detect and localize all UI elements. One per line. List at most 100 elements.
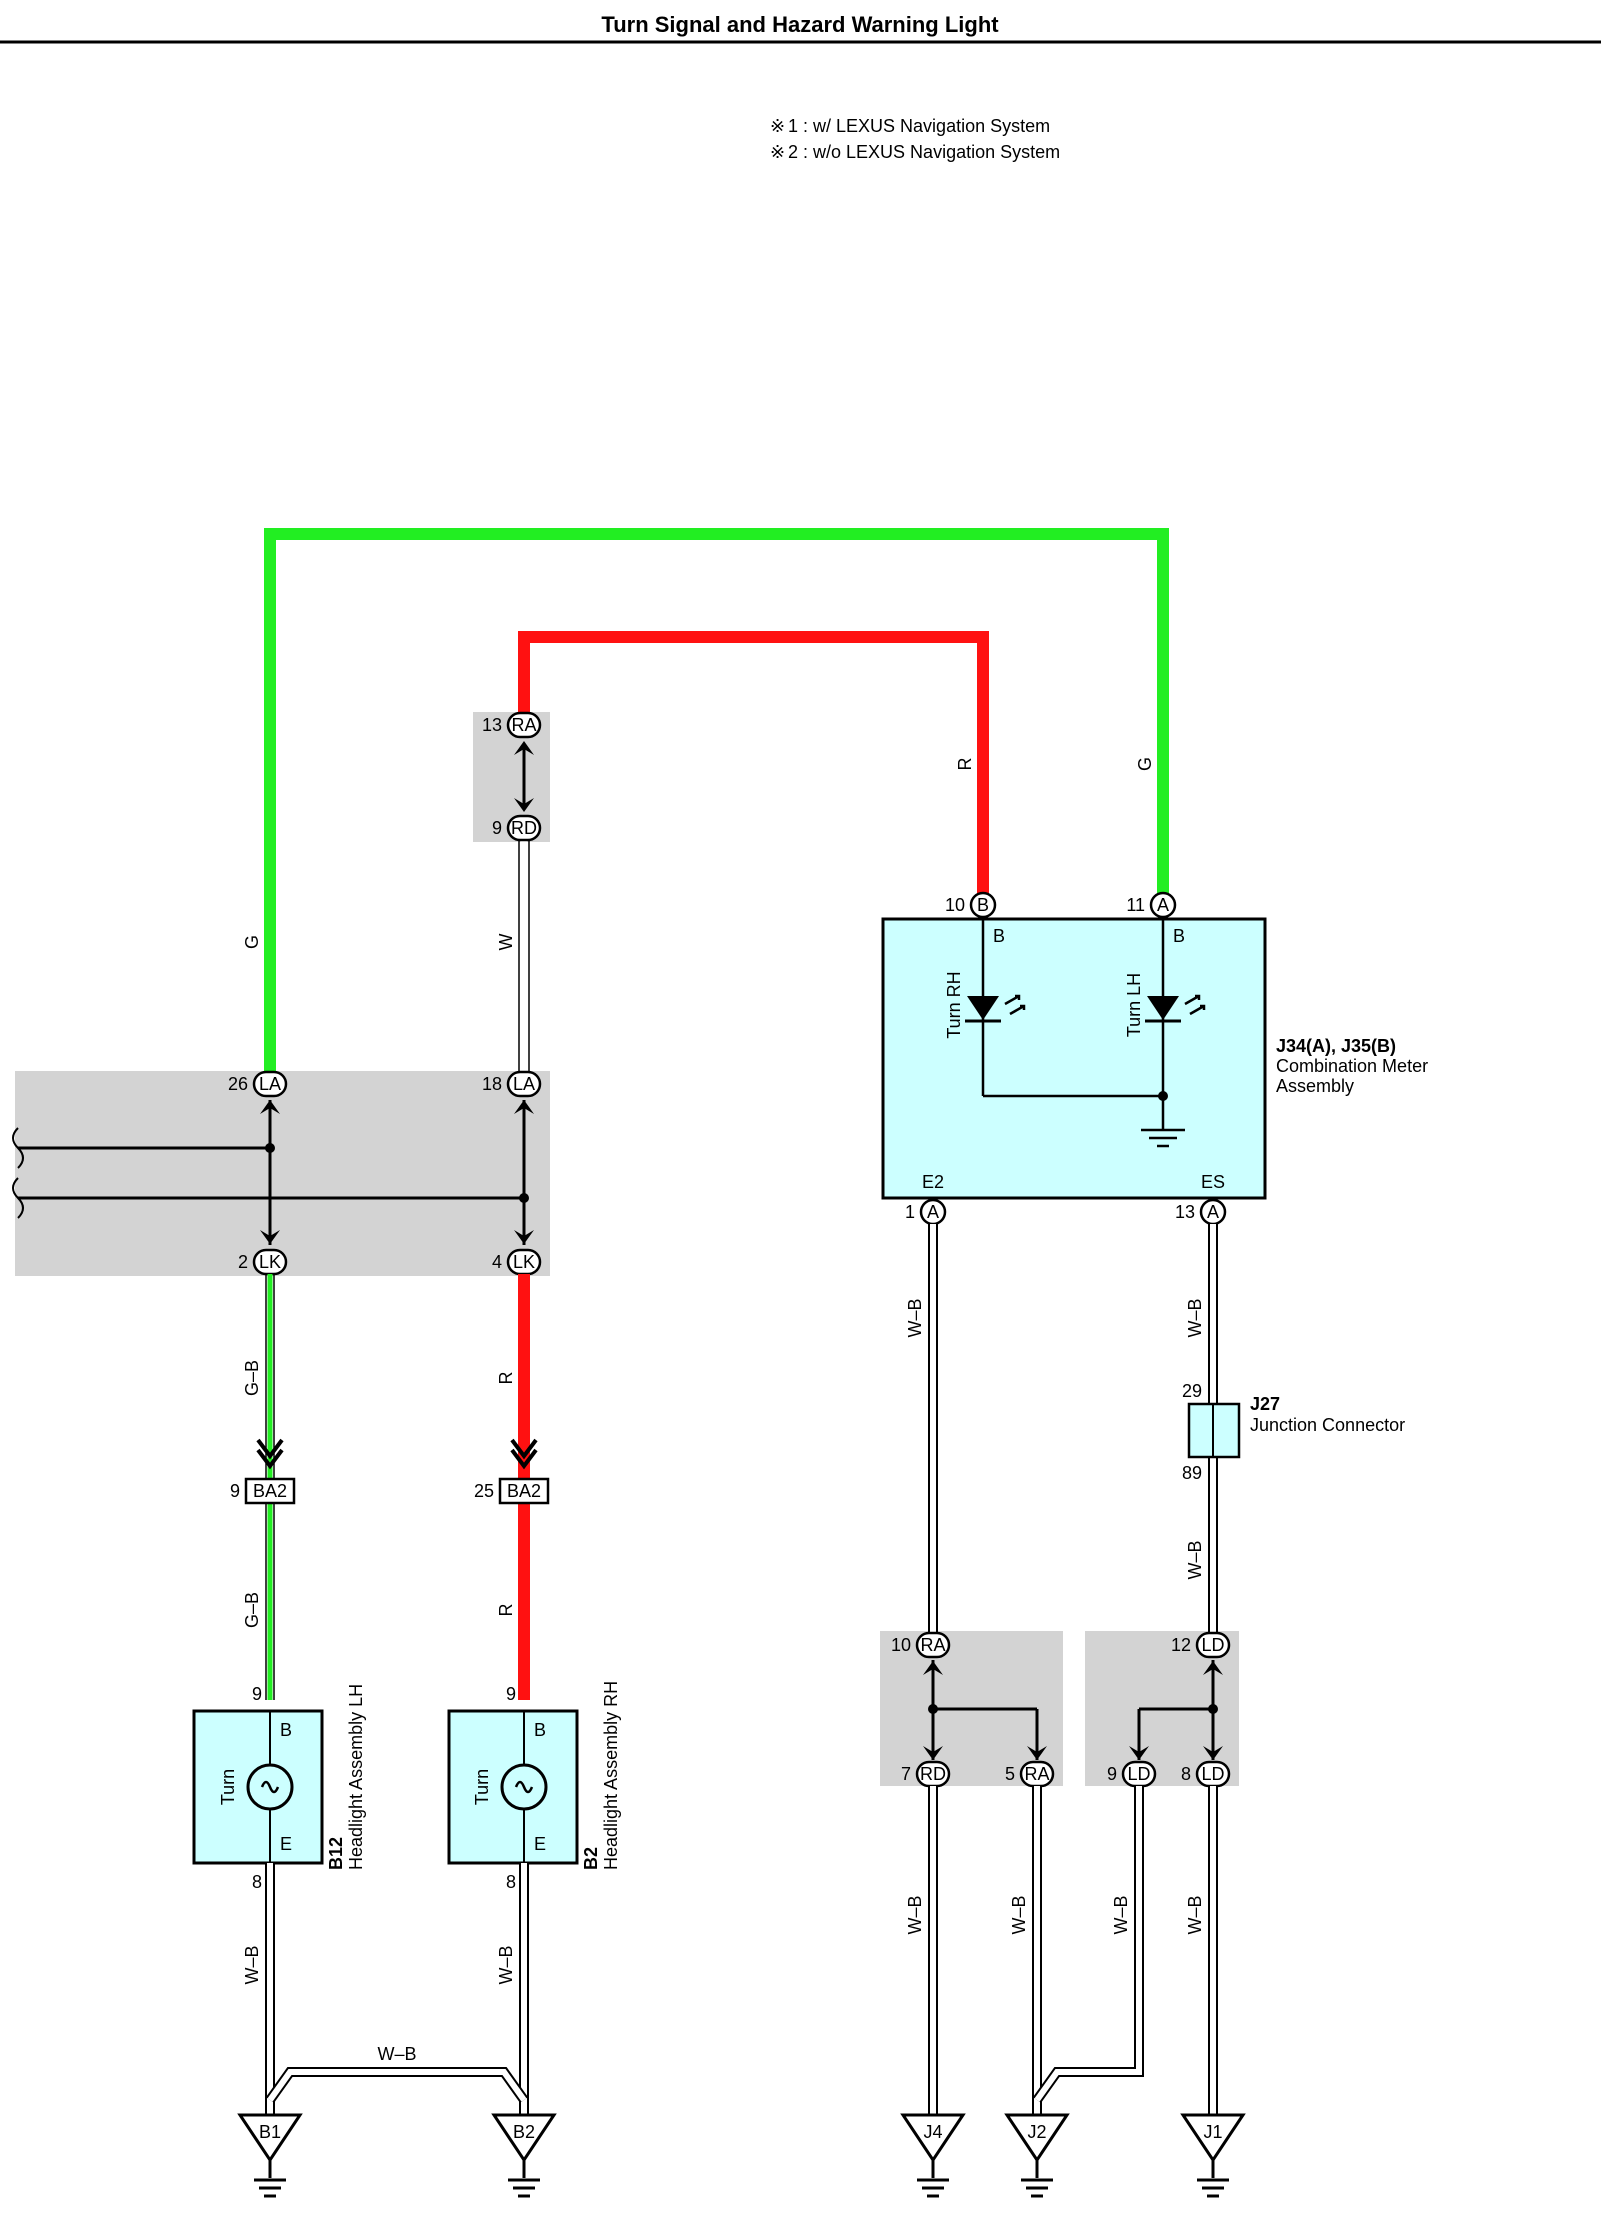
splice-area-la-lk — [15, 1071, 550, 1276]
connector-meter-a: A 11 — [1126, 891, 1177, 919]
diagram-title: Turn Signal and Hazard Warning Light — [601, 12, 999, 37]
arrow-gb-ba2 — [256, 1448, 284, 1470]
ground-symbol-internal — [1141, 1125, 1185, 1148]
svg-text:A: A — [927, 1202, 939, 1222]
wire-wb-lower — [928, 1786, 1218, 2115]
wire-label-g-left: G — [242, 935, 262, 949]
svg-text:12: 12 — [1171, 1635, 1191, 1655]
led-rh-icon — [967, 996, 999, 1020]
svg-text:10: 10 — [891, 1635, 911, 1655]
svg-text:8: 8 — [1181, 1764, 1191, 1784]
svg-text:Assembly: Assembly — [1276, 1076, 1354, 1096]
note-text-1: 1 : w/ LEXUS Navigation System — [788, 116, 1050, 136]
svg-text:B2: B2 — [581, 1847, 601, 1870]
svg-text:B: B — [993, 926, 1005, 946]
ground-b1: B1 — [237, 2113, 303, 2198]
connector-la-left: LA 26 — [228, 1070, 288, 1098]
wire-label-w: W — [496, 934, 516, 951]
svg-text:BA2: BA2 — [507, 1481, 541, 1501]
svg-text:J2: J2 — [1027, 2122, 1046, 2142]
combination-meter-assembly: B 10 A 11 B B Turn RH Turn LH E2 ES — [881, 891, 1428, 1226]
wire-label-wb-1: W–B — [242, 1945, 262, 1984]
svg-text:Junction Connector: Junction Connector — [1250, 1415, 1405, 1435]
svg-text:5: 5 — [1005, 1764, 1015, 1784]
svg-text:29: 29 — [1182, 1381, 1202, 1401]
svg-text:B: B — [977, 895, 989, 915]
svg-text:Turn LH: Turn LH — [1124, 973, 1144, 1037]
svg-text:13: 13 — [482, 715, 502, 735]
svg-text:BA2: BA2 — [253, 1481, 287, 1501]
wire-white — [518, 840, 530, 1072]
svg-text:J1: J1 — [1203, 2122, 1222, 2142]
ground-j2: J2 — [1004, 2113, 1070, 2198]
svg-text:ES: ES — [1201, 1172, 1225, 1192]
svg-text:RA: RA — [1024, 1764, 1049, 1784]
svg-text:B: B — [280, 1720, 292, 1740]
headlight-assembly-lh: 9 B Turn E 8 B12 Headlight Assembly LH — [192, 1684, 366, 1892]
svg-text:13: 13 — [1175, 1202, 1195, 1222]
svg-text:E: E — [280, 1834, 292, 1854]
wire-label-gb-1: G–B — [242, 1360, 262, 1396]
svg-text:LD: LD — [1201, 1764, 1224, 1784]
splice-lines — [12, 1100, 534, 1245]
svg-text:RD: RD — [511, 818, 537, 838]
connector-rd-bottom: RD 7 — [901, 1760, 951, 1788]
connector-ba2-left: BA2 9 — [230, 1477, 296, 1505]
svg-text:LK: LK — [513, 1252, 535, 1272]
svg-text:LD: LD — [1201, 1635, 1224, 1655]
svg-text:2: 2 — [238, 1252, 248, 1272]
svg-text:LA: LA — [513, 1074, 535, 1094]
svg-text:B2: B2 — [513, 2122, 535, 2142]
svg-text:RA: RA — [511, 715, 536, 735]
ground-j1: J1 — [1180, 2113, 1246, 2198]
svg-text:Headlight Assembly LH: Headlight Assembly LH — [346, 1684, 366, 1870]
wire-label-g-right: G — [1135, 757, 1155, 771]
svg-text:B: B — [1173, 926, 1185, 946]
svg-text:RA: RA — [920, 1635, 945, 1655]
svg-text:E2: E2 — [922, 1172, 944, 1192]
connector-ld-left: LD 9 — [1107, 1760, 1157, 1788]
svg-text:25: 25 — [474, 1481, 494, 1501]
wire-label-wb-7: W–B — [905, 1895, 925, 1934]
svg-text:9: 9 — [1107, 1764, 1117, 1784]
connector-meter-es: A 13 — [1175, 1198, 1227, 1226]
led-lh-icon — [1147, 996, 1179, 1020]
wire-label-wb-2: W–B — [496, 1945, 516, 1984]
splice-ld-lines — [1129, 1660, 1223, 1760]
svg-text:Turn: Turn — [472, 1769, 492, 1805]
svg-text:11: 11 — [1126, 895, 1145, 915]
svg-text:18: 18 — [482, 1074, 502, 1094]
wire-wb-headlights — [265, 1863, 529, 2115]
wire-label-r-top: R — [955, 758, 975, 771]
svg-text:4: 4 — [492, 1252, 502, 1272]
wire-label-wb-5: W–B — [1185, 1298, 1205, 1337]
splice-ra-lines — [923, 1660, 1047, 1760]
svg-text:LD: LD — [1127, 1764, 1150, 1784]
svg-text:Turn RH: Turn RH — [944, 971, 964, 1038]
junction-connector: 29 89 J27 Junction Connector — [1182, 1381, 1405, 1483]
ground-b2: B2 — [491, 2113, 557, 2198]
svg-text:Turn: Turn — [218, 1769, 238, 1805]
svg-text:26: 26 — [228, 1074, 248, 1094]
svg-text:7: 7 — [901, 1764, 911, 1784]
wire-green — [264, 528, 1169, 1083]
wire-label-gb-2: G–B — [242, 1592, 262, 1628]
connector-ra-bottom: RA 10 — [891, 1631, 951, 1659]
svg-text:Combination Meter: Combination Meter — [1276, 1056, 1428, 1076]
connector-lk-right: LK 4 — [492, 1248, 542, 1276]
legend-notes: ※ 1 : w/ LEXUS Navigation System ※ 2 : w… — [770, 116, 1060, 162]
svg-text:B12: B12 — [326, 1837, 346, 1870]
wire-label-wb-4: W–B — [905, 1298, 925, 1337]
connector-ba2-right: BA2 25 — [474, 1477, 550, 1505]
connector-ld-top: LD 12 — [1171, 1631, 1231, 1659]
wire-label-wb-9: W–B — [1111, 1895, 1131, 1934]
svg-text:Headlight Assembly RH: Headlight Assembly RH — [601, 1681, 621, 1870]
connector-la-right: LA 18 — [482, 1070, 542, 1098]
svg-text:J34(A), J35(B): J34(A), J35(B) — [1276, 1036, 1396, 1056]
svg-text:J27: J27 — [1250, 1394, 1280, 1414]
svg-text:10: 10 — [945, 895, 965, 915]
connector-ld-right: LD 8 — [1181, 1760, 1231, 1788]
wire-label-wb-8: W–B — [1009, 1895, 1029, 1934]
wire-wb-meter — [928, 1224, 1218, 1640]
